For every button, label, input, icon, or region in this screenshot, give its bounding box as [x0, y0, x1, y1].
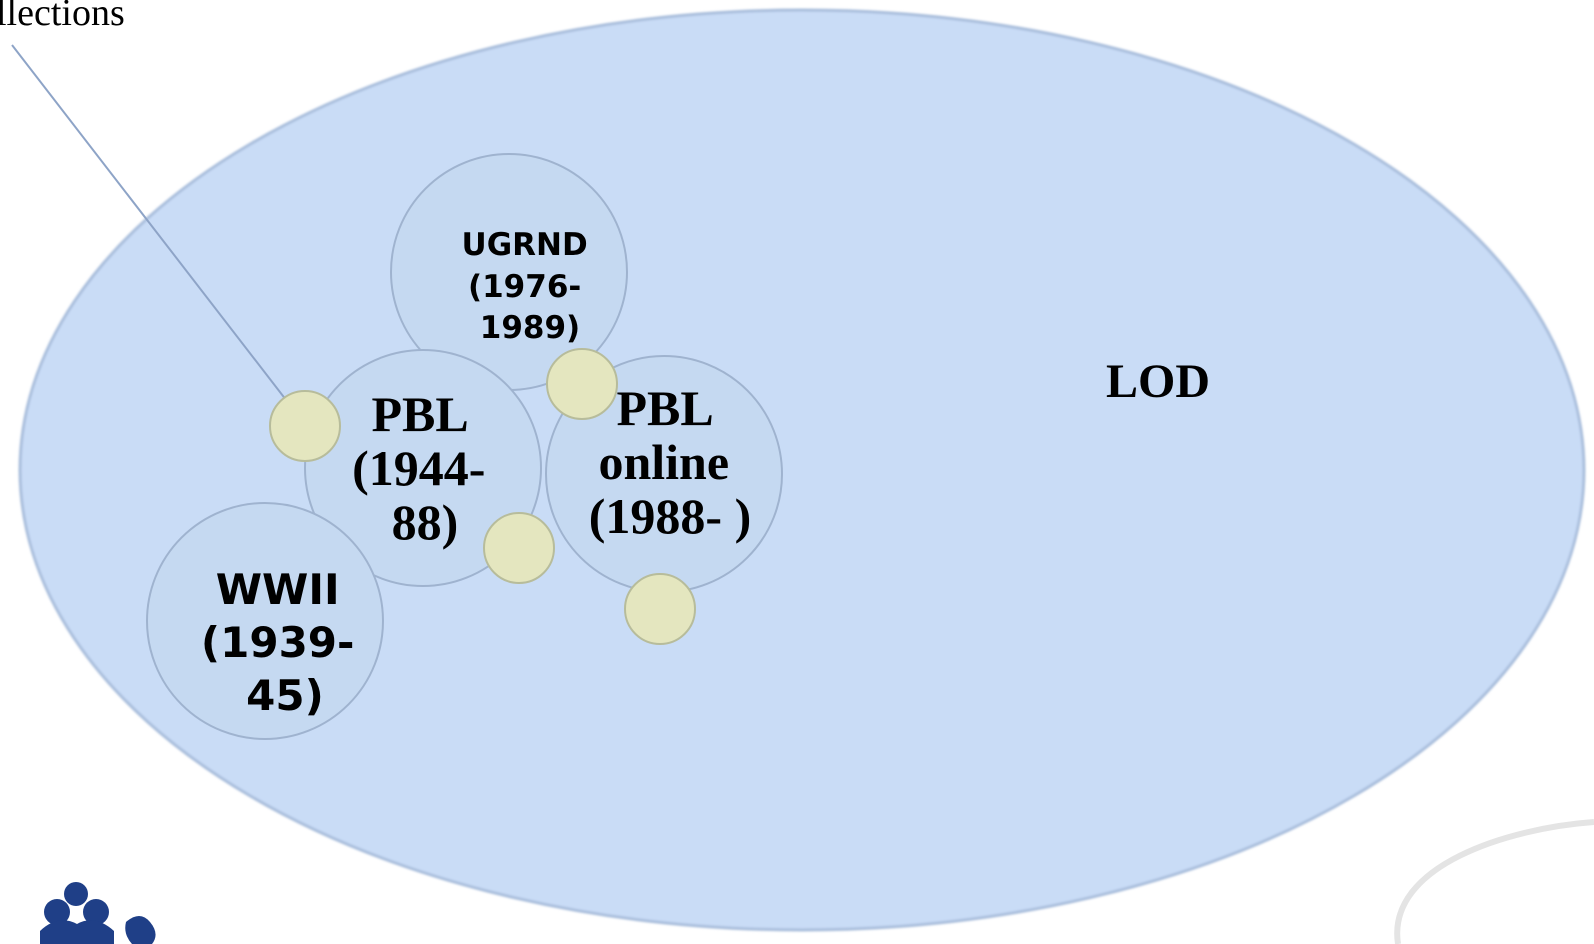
pbl-online-label-line: PBL [617, 380, 713, 436]
pbl-online-label: PBL online (1988- ) [589, 380, 751, 544]
ugrnd-label: UGRND (1976- 1989) [462, 227, 599, 346]
background-curve [1394, 819, 1594, 944]
pbl-label: PBL (1944- 88) [352, 386, 498, 550]
small-collection-circle [624, 573, 696, 645]
ugrnd-label-line: (1976- [468, 269, 581, 305]
ugrnd-label-line: UGRND [462, 227, 588, 263]
pbl-label-line: PBL [372, 386, 468, 442]
callout-label: llections [0, 0, 125, 34]
small-collection-circle [269, 390, 341, 462]
lod-ellipse [18, 8, 1586, 932]
pbl-online-label-line: online [598, 434, 729, 490]
flower-logo-icon [40, 882, 156, 944]
wwii-label-line: 45) [246, 671, 324, 720]
ugrnd-label-line: 1989) [480, 310, 580, 346]
collection-circle-wwii [146, 502, 384, 740]
small-collection-circle [546, 348, 618, 420]
collection-circle-pbl [304, 349, 542, 587]
small-collection-circle [483, 512, 555, 584]
pbl-online-label-line: (1988- ) [589, 488, 751, 544]
wwii-label-line: WWII [216, 565, 340, 614]
wwii-label-line: (1939- [201, 618, 355, 667]
callout-line [11, 44, 301, 419]
wwii-label: WWII (1939- 45) [201, 565, 369, 720]
lod-label: LOD [1106, 355, 1210, 408]
pbl-label-line: 88) [392, 494, 459, 550]
pbl-label-line: (1944- [352, 440, 485, 496]
